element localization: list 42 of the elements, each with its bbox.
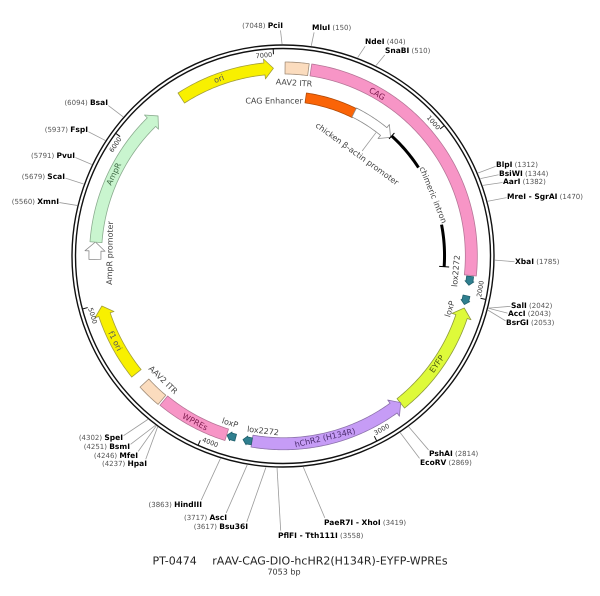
leader-line [488, 308, 508, 314]
leader-line [376, 54, 386, 66]
feature-label: CAG [366, 86, 386, 102]
leader-line [276, 468, 282, 532]
leader-line [310, 32, 314, 46]
leader-line [408, 426, 429, 450]
leader-line [487, 197, 507, 202]
leader-line [488, 310, 506, 322]
leader-line [246, 466, 266, 522]
leader-line [400, 432, 420, 459]
leader-line [145, 426, 158, 460]
leader-line [200, 458, 221, 500]
plasmid-size-label: 7053 bp [267, 568, 301, 576]
leader-line [478, 166, 496, 174]
leader-line [226, 464, 248, 514]
leader-line [357, 46, 366, 58]
leader-line [75, 157, 92, 165]
leader-line [123, 419, 148, 436]
feature-label: AmpR promoter [104, 221, 116, 285]
leader-line [362, 132, 376, 152]
feature-label: loxP [220, 416, 240, 430]
leader-line [130, 424, 156, 445]
feature-label: hChR2 (H134R) [294, 426, 356, 450]
leader-line [494, 260, 515, 262]
leader-line [280, 30, 282, 44]
feature-label: AAV2 ITR [275, 78, 312, 89]
leader-line [480, 174, 499, 180]
leader-line [88, 131, 106, 141]
feature-label: CAG Enhancer [245, 96, 303, 106]
leader-line [488, 306, 511, 308]
leader-line [138, 426, 157, 452]
plasmid-title: PT-0474 rAAV-CAG-DIO-hcHR2(H134R)-EYFP-WPREs [152, 554, 448, 568]
leader-line [108, 105, 124, 118]
feature-label: loxP [443, 299, 457, 318]
leader-line [482, 182, 503, 186]
feature-label: lox2272 [246, 424, 280, 438]
feature-label: lox2272 [450, 254, 462, 288]
leader-line [302, 466, 326, 518]
leader-line [65, 178, 84, 184]
feature-label: f1 ori [106, 330, 124, 353]
feature-label: ori [212, 73, 226, 86]
leader-line [59, 202, 78, 206]
